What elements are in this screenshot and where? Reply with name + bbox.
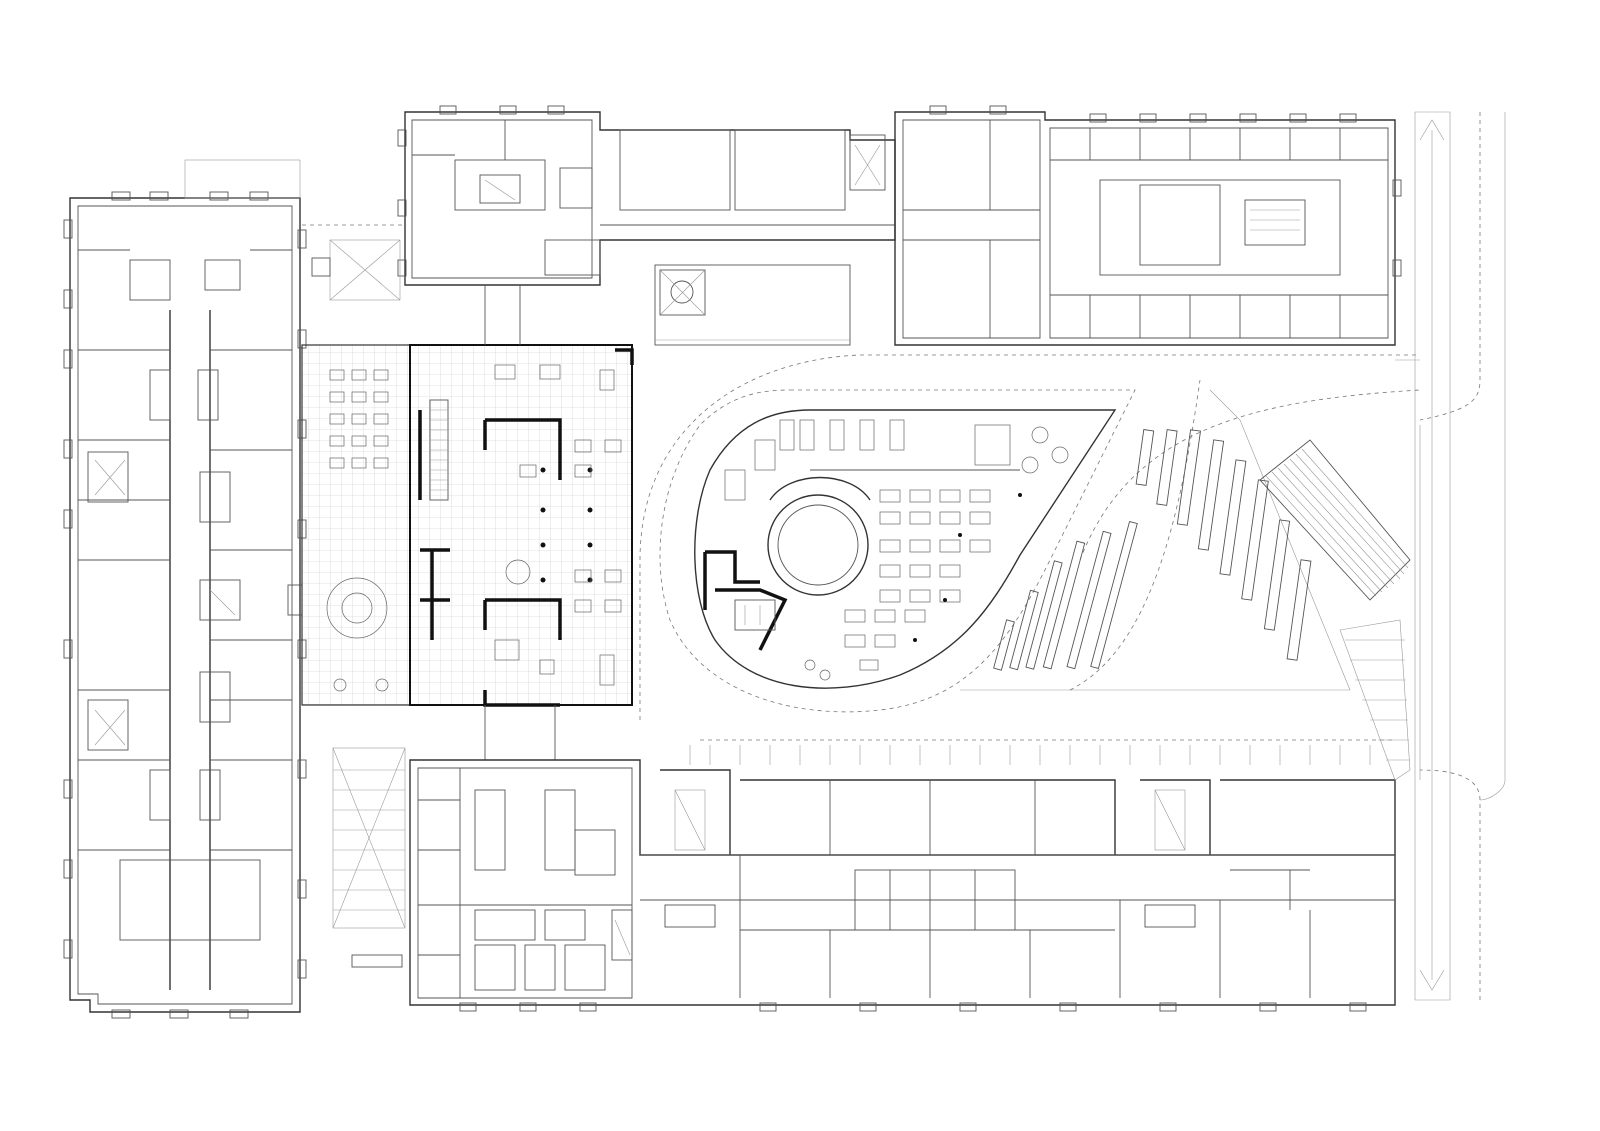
- skylight-pavilion: [654, 264, 851, 346]
- west-wing: [63, 191, 307, 1019]
- site-parking: [639, 111, 1506, 1001]
- library-pavilion: [659, 389, 1136, 713]
- south-wing: [351, 745, 1396, 1012]
- north-central-wing: [397, 105, 896, 286]
- entrance-connectors: [184, 159, 556, 929]
- north-east-wing: [894, 105, 1402, 346]
- central-hall: [301, 344, 634, 707]
